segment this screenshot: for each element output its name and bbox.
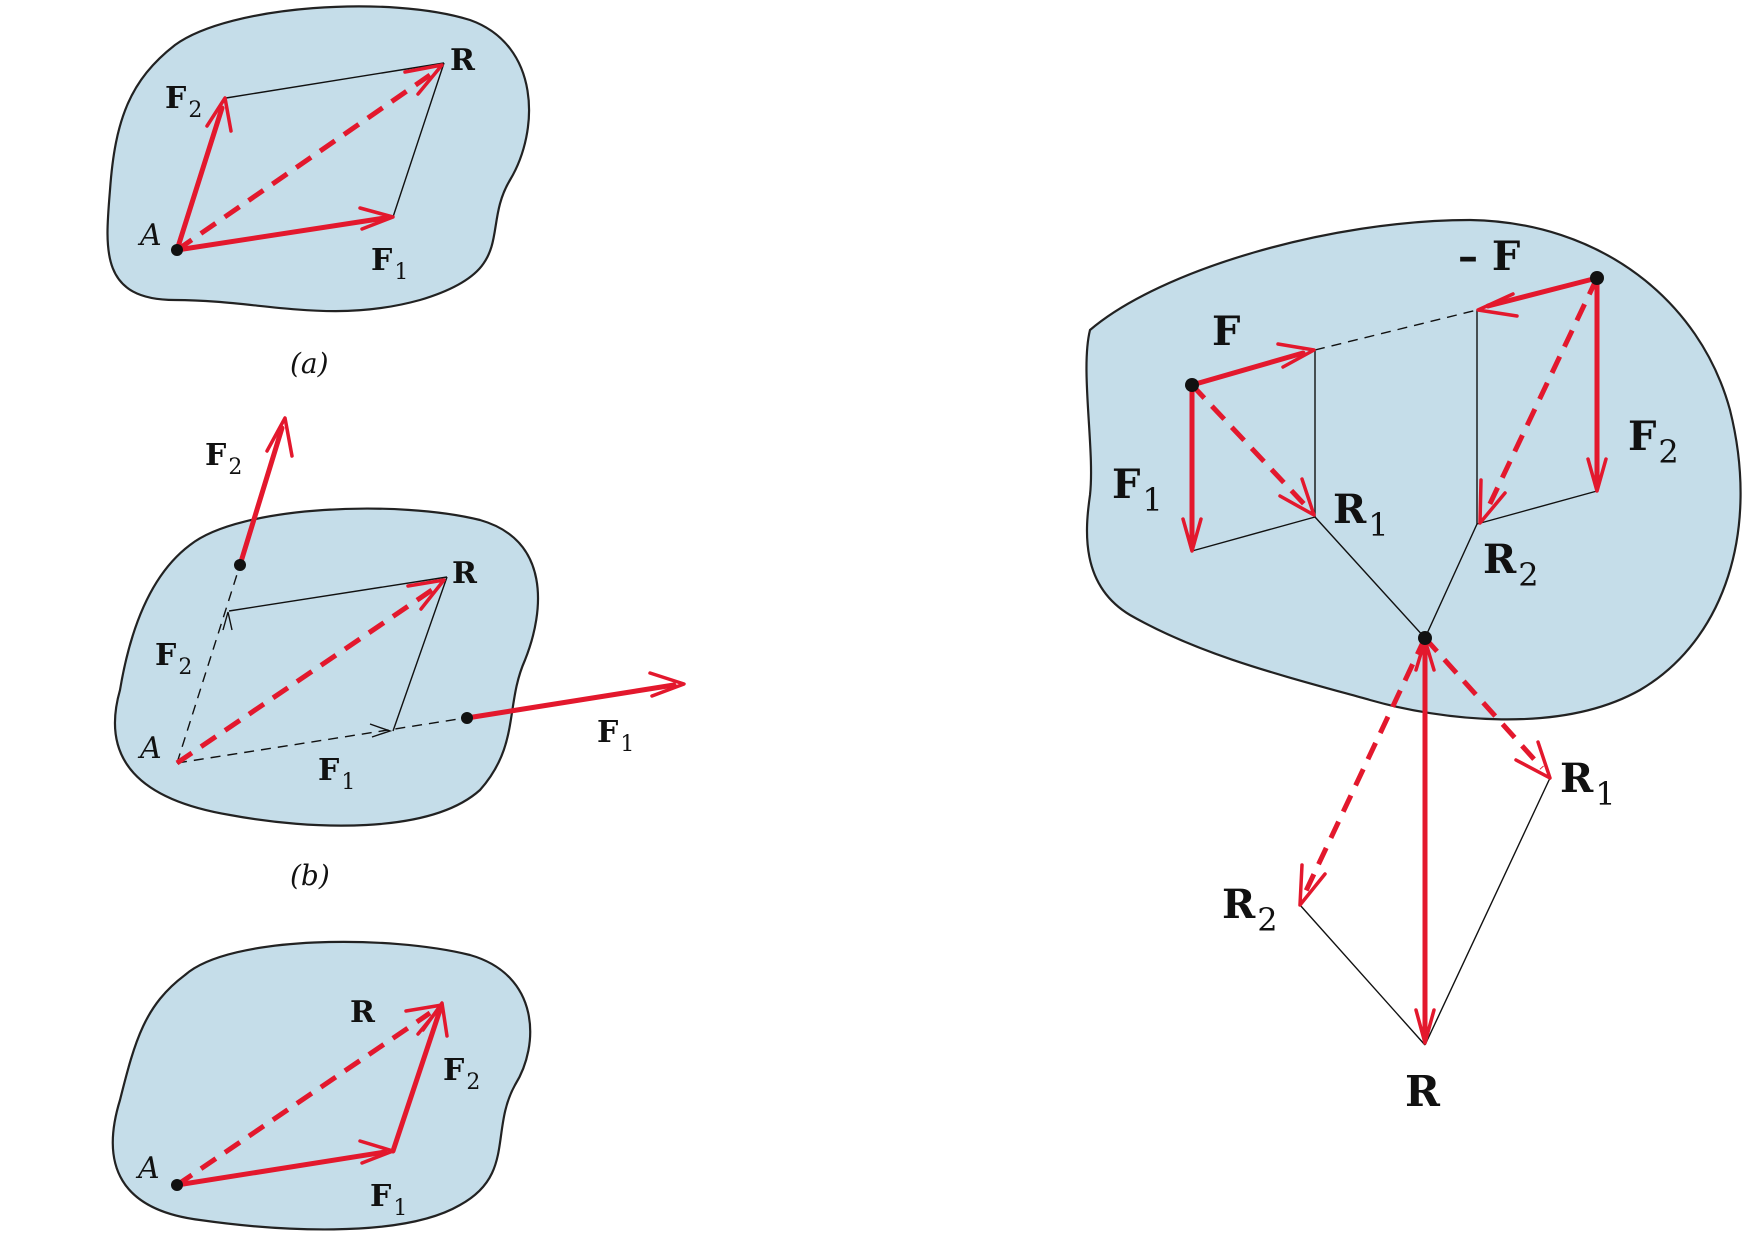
resultant-r-c — [175, 1010, 432, 1188]
f2-label-a: F2 — [165, 81, 202, 123]
figure-a: A F1 F2 R (a) — [106, 5, 531, 380]
line-r1-to-intersection — [1314, 516, 1426, 639]
force-f1-c — [174, 1149, 388, 1188]
f-label-right: F — [1212, 308, 1240, 355]
point-f-application — [1185, 378, 1199, 392]
force-f1-arrowhead-b — [648, 671, 686, 698]
point-neg-f-application — [1590, 271, 1604, 285]
point-a-dot-c — [171, 1179, 183, 1191]
force-f1-b — [464, 682, 677, 721]
r-label-b: R — [452, 556, 478, 591]
force-f2-right-arrowhead — [1586, 457, 1608, 493]
dashed-line-of-action-f — [1314, 309, 1478, 351]
point-a-label-c: A — [135, 1151, 160, 1186]
force-f2-b — [237, 425, 285, 568]
f1-transmitted-arrowhead-b — [369, 723, 393, 738]
r-label-a: R — [450, 43, 476, 78]
force-neg-f-right-arrowhead — [1476, 292, 1519, 318]
point-intersection — [1418, 631, 1432, 645]
point-a-label-b: A — [137, 731, 162, 766]
f1-outer-label-b: F1 — [597, 715, 634, 757]
f2-label-c: F2 — [443, 1053, 480, 1095]
force-f2-c — [390, 1007, 443, 1154]
force-f-right-arrowhead — [1276, 342, 1316, 369]
point-f1-application-b — [461, 712, 473, 724]
r2-upper-label: R2 — [1483, 536, 1539, 594]
par2-bottom — [1476, 490, 1598, 525]
r1-upper-label: R1 — [1333, 486, 1389, 544]
force-f2-arrowhead-a — [205, 96, 233, 133]
neg-f-label-right: – F — [1458, 233, 1520, 280]
figure-b: A F1 F2 F1 F2 R (b) — [114, 416, 686, 892]
point-a-dot — [171, 244, 183, 256]
resultant-r-arrowhead-b — [406, 578, 446, 611]
f1-label-c: F1 — [370, 1179, 407, 1221]
lower-par-side-left — [1299, 904, 1426, 1046]
rigid-body-right — [1085, 218, 1742, 721]
resultant-r-lower-arrowhead — [1414, 1008, 1436, 1045]
resultant-r2-upper-arrowhead — [1478, 478, 1507, 525]
caption-b: (b) — [290, 859, 330, 892]
resultant-r2-lower — [1302, 636, 1428, 895]
f2-inner-label-b: F2 — [155, 638, 192, 680]
r-label-right: R — [1405, 1067, 1441, 1116]
line-r2-to-intersection — [1424, 523, 1478, 639]
resultant-r2-upper — [1484, 276, 1600, 512]
f2-transmitted-arrowhead-b — [222, 611, 233, 631]
f2-label-right: F2 — [1628, 413, 1679, 471]
force-f1-a — [174, 215, 388, 253]
figure-right: F – F F1 F2 R1 R2 R1 R2 R — [1085, 218, 1742, 1116]
force-f1-arrowhead-a — [358, 206, 395, 231]
rigid-body-a — [106, 5, 531, 313]
lower-par-side-right — [1424, 777, 1551, 1046]
resultant-r2-lower-arrowhead — [1298, 863, 1327, 907]
par1-bottom — [1191, 516, 1316, 552]
point-f2-application-b — [234, 559, 246, 571]
f2-outer-label-b: F2 — [205, 438, 242, 480]
f1-label-right: F1 — [1112, 461, 1163, 519]
figure-c: A F1 F2 R — [111, 940, 532, 1231]
force-f2-a — [174, 105, 225, 253]
f1-label-a: F1 — [371, 243, 408, 285]
caption-a: (a) — [290, 347, 329, 380]
resultant-r1-lower — [1423, 636, 1544, 770]
force-f1-right-arrowhead — [1181, 517, 1203, 553]
resultant-r-b — [175, 587, 434, 766]
resultant-r1-upper-arrowhead — [1278, 477, 1316, 517]
parallelogram-side-top-a — [225, 62, 445, 99]
force-neg-f-right — [1485, 275, 1600, 309]
point-a-label: A — [137, 218, 162, 253]
resultant-r1-lower-arrowhead — [1514, 740, 1552, 780]
r2-lower-label: R2 — [1222, 881, 1278, 939]
parallelogram-side-right-b — [392, 576, 448, 732]
line-of-action-f1-b — [176, 717, 466, 764]
rigid-body-b — [114, 507, 540, 827]
resultant-r-arrowhead-a — [403, 63, 444, 96]
force-f2-arrowhead-b — [265, 416, 294, 458]
r1-lower-label: R1 — [1560, 755, 1616, 813]
parallelogram-side-top-b — [228, 576, 448, 612]
resultant-r-a — [175, 72, 432, 253]
force-f2-arrowhead-c — [421, 1001, 449, 1038]
r-label-c: R — [350, 995, 376, 1030]
parallelogram-side-right-a — [392, 62, 445, 218]
force-f-right — [1189, 350, 1306, 388]
line-of-action-f2-b — [176, 564, 241, 764]
f1-inner-label-b: F1 — [318, 753, 355, 795]
